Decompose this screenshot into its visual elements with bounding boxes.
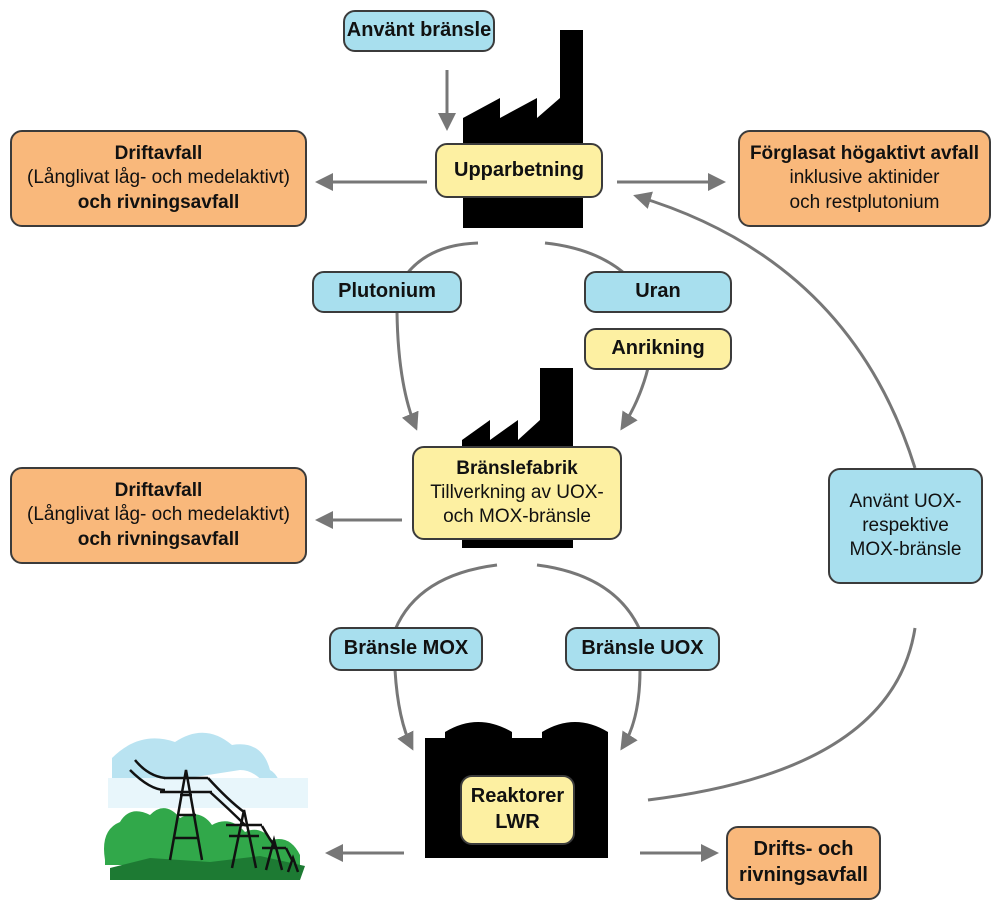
vitrified-waste-line3: och restplutonium bbox=[789, 191, 940, 213]
fuel-mox-box: Bränsle MOX bbox=[329, 627, 483, 671]
fuel-factory-box: Bränslefabrik Tillverkning av UOX- och M… bbox=[412, 446, 622, 540]
enrichment-label: Anrikning bbox=[611, 337, 705, 360]
reactors-line1: Reaktorer bbox=[470, 785, 565, 808]
ops-waste-line2: rivningsavfall bbox=[739, 864, 868, 886]
spent-uox-mox-line1: Använt UOX- bbox=[849, 490, 962, 512]
reprocessing-factory-icon bbox=[463, 30, 583, 228]
reprocessing-label: Upparbetning bbox=[454, 158, 584, 181]
plutonium-box: Plutonium bbox=[312, 271, 462, 313]
vitrified-waste-box: Förglasat högaktivt avfall inklusive akt… bbox=[738, 130, 991, 227]
vitrified-waste-line2: inklusive aktinider bbox=[789, 167, 940, 189]
fuel-uox-box: Bränsle UOX bbox=[565, 627, 720, 671]
waste-left-top-line2: (Långlivat låg- och medelaktivt) bbox=[27, 167, 290, 189]
reprocessing-box: Upparbetning bbox=[435, 143, 603, 198]
uranium-label: Uran bbox=[635, 280, 681, 303]
ops-waste-line1: Drifts- och bbox=[753, 838, 854, 861]
spent-fuel-box: Använt bränsle bbox=[343, 10, 495, 52]
plutonium-label: Plutonium bbox=[338, 280, 436, 303]
flow-arrows bbox=[315, 70, 726, 862]
waste-left-mid-line2: (Långlivat låg- och medelaktivt) bbox=[27, 504, 290, 526]
waste-left-top-line1: Driftavfall bbox=[114, 143, 203, 165]
fuel-factory-line3: och MOX-bränsle bbox=[443, 506, 591, 528]
fuel-factory-line1: Bränslefabrik bbox=[456, 457, 578, 479]
reactors-box: Reaktorer LWR bbox=[460, 775, 575, 845]
uranium-box: Uran bbox=[584, 271, 732, 313]
vitrified-waste-line1: Förglasat högaktivt avfall bbox=[749, 143, 980, 165]
enrichment-box: Anrikning bbox=[584, 328, 732, 370]
spent-uox-mox-box: Använt UOX- respektive MOX-bränsle bbox=[828, 468, 983, 584]
fuel-uox-label: Bränsle UOX bbox=[581, 637, 704, 660]
waste-left-top-line3: och rivningsavfall bbox=[77, 191, 240, 213]
fuel-factory-line2: Tillverkning av UOX- bbox=[430, 481, 604, 503]
spent-uox-mox-line3: MOX-bränsle bbox=[849, 539, 962, 561]
waste-left-top-box: Driftavfall (Långlivat låg- och medelakt… bbox=[10, 130, 307, 227]
waste-left-mid-line1: Driftavfall bbox=[114, 480, 203, 502]
fuel-mox-label: Bränsle MOX bbox=[343, 637, 469, 660]
waste-left-mid-line3: och rivningsavfall bbox=[77, 528, 240, 550]
reactors-line2: LWR bbox=[495, 811, 540, 833]
power-lines-icon bbox=[104, 732, 308, 880]
waste-left-mid-box: Driftavfall (Långlivat låg- och medelakt… bbox=[10, 467, 307, 564]
spent-fuel-label: Använt bränsle bbox=[346, 19, 492, 42]
ops-waste-box: Drifts- och rivningsavfall bbox=[726, 826, 881, 900]
spent-uox-mox-line2: respektive bbox=[862, 514, 949, 536]
